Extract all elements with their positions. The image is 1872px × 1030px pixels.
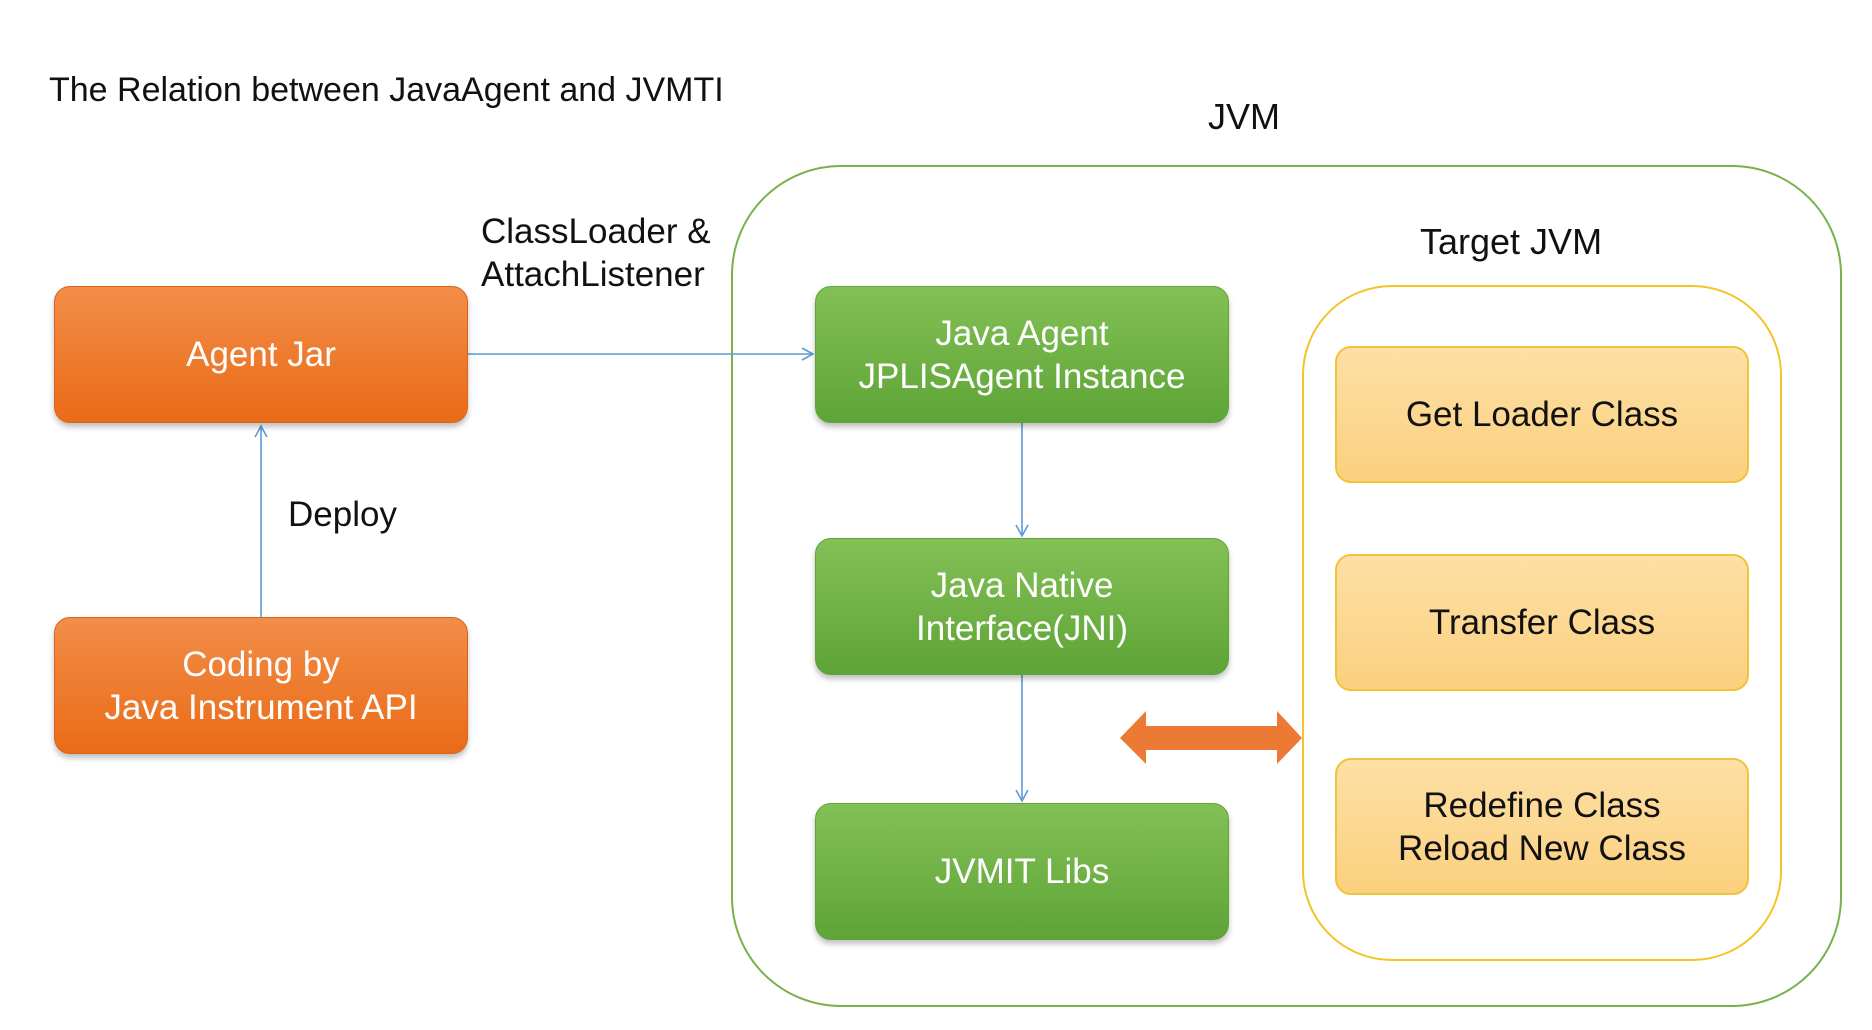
jvmit-libs-node: JVMIT Libs [815, 803, 1229, 940]
jvmit-libs-label: JVMIT Libs [934, 852, 1110, 891]
coding-label-line-1: Coding by [182, 644, 340, 684]
deploy-edge-label: Deploy [288, 495, 397, 534]
transfer-class-node: Transfer Class [1335, 554, 1749, 691]
java-agent-label-line-2: JPLISAgent Instance [858, 356, 1186, 396]
diagram-title: The Relation between JavaAgent and JVMTI [49, 71, 724, 109]
java-agent-node: Java Agent JPLISAgent Instance [815, 286, 1229, 423]
jni-label-line-1: Java Native [930, 565, 1114, 605]
jvm-container [731, 165, 1842, 1007]
classloader-edge-label-line-2: AttachListener [481, 255, 705, 294]
classloader-edge-label: ClassLoader & AttachListener [481, 210, 741, 296]
get-loader-class-node: Get Loader Class [1335, 346, 1749, 483]
jvmit-target-double-arrow [1120, 711, 1302, 764]
coding-label-line-2: Java Instrument API [104, 687, 418, 727]
get-loader-class-label: Get Loader Class [1405, 395, 1679, 434]
agent-jar-node: Agent Jar [54, 286, 468, 423]
jvm-label: JVM [1208, 96, 1280, 137]
jni-node: Java Native Interface(JNI) [815, 538, 1229, 675]
target-jvm-container [1302, 285, 1782, 961]
redefine-class-node: Redefine Class Reload New Class [1335, 758, 1749, 895]
classloader-edge-label-line-1: ClassLoader & [481, 212, 711, 251]
target-jvm-label: Target JVM [1420, 221, 1603, 262]
java-agent-label-line-1: Java Agent [935, 313, 1109, 353]
jni-label-line-2: Interface(JNI) [916, 608, 1128, 648]
redefine-class-label-line-2: Reload New Class [1398, 828, 1686, 868]
transfer-class-label: Transfer Class [1428, 603, 1656, 642]
coding-node: Coding by Java Instrument API [54, 617, 468, 754]
redefine-class-label-line-1: Redefine Class [1423, 785, 1661, 825]
agent-jar-label: Agent Jar [186, 335, 336, 374]
